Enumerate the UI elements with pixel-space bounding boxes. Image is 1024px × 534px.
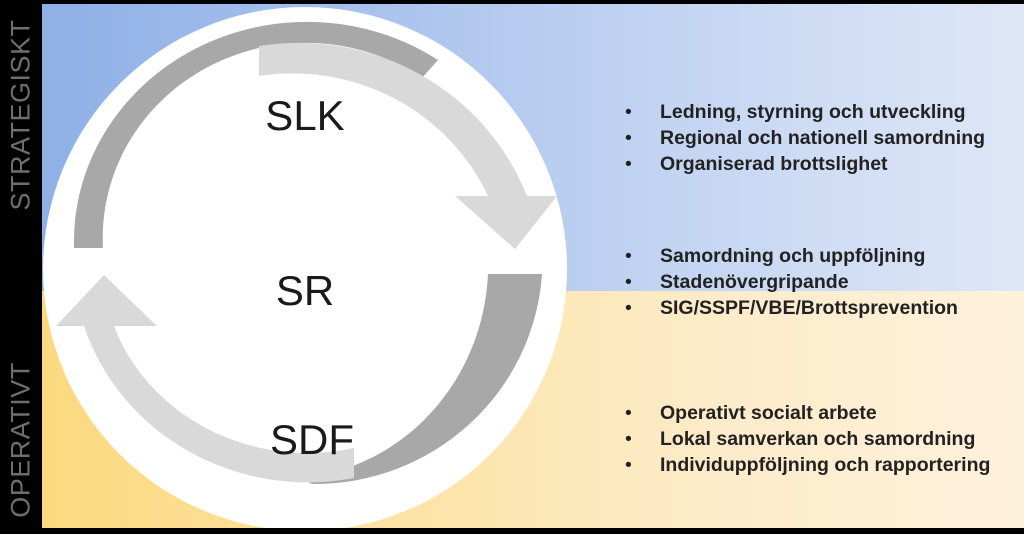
strategic-label: STRATEGISKT [5,19,36,211]
list-item: Individuppföljning och rapportering [620,452,990,478]
side-bar: STRATEGISKT OPERATIVT [0,0,42,534]
list-item: Organiserad brottslighet [620,151,985,177]
arrow-bottom-light [56,275,354,483]
node-slk: SLK [265,92,345,139]
group-operative-list: Operativt socialt arbete Lokal samverkan… [620,400,990,478]
list-item: SIG/SSPF/VBE/Brottsprevention [620,295,958,321]
node-sdf: SDF [270,416,354,463]
list-item: Samordning och uppföljning [620,243,958,269]
list-item: Operativt socialt arbete [620,400,990,426]
arrow-bottom-dark [300,274,542,485]
node-sr: SR [275,267,335,314]
group-strategic-list: Ledning, styrning och utveckling Regiona… [620,99,985,177]
arrow-top-dark [73,21,438,248]
operative-label: OPERATIVT [5,362,36,518]
list-item: Regional och nationell samordning [620,125,985,151]
list-item: Ledning, styrning och utveckling [620,99,985,125]
arrow-top-light [259,42,557,249]
cycle-diagram [43,7,567,528]
list-item: Stadenövergripande [620,269,958,295]
group-coordination-list: Samordning och uppföljning Stadenövergri… [620,243,958,321]
list-item: Lokal samverkan och samordning [620,426,990,452]
diagram-panel: SLK SR SDF Ledning, styrning och utveckl… [42,4,1024,528]
cycle-circle [43,7,567,528]
